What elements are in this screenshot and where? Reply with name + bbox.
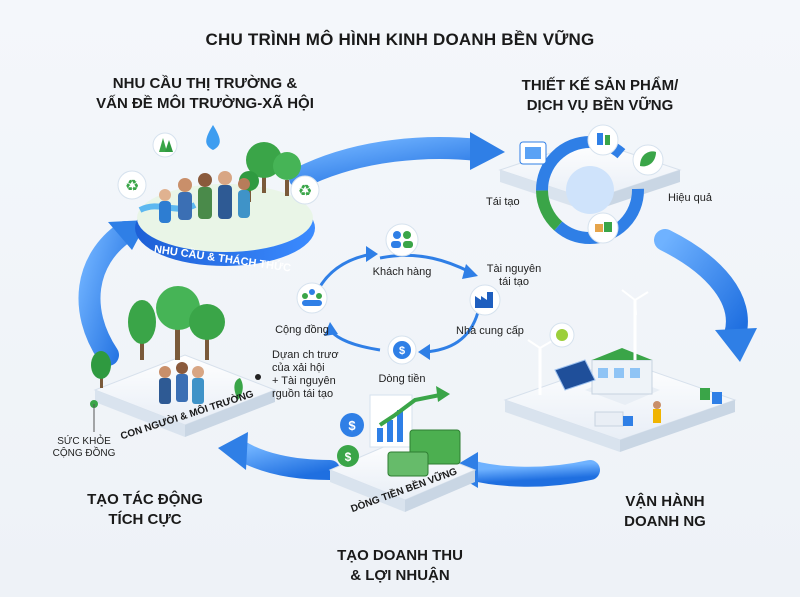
stage-label-operations-line1: VẬN HÀNH — [625, 493, 705, 510]
customers-icon — [385, 223, 419, 257]
outer-arrow-market-to-design — [289, 132, 505, 189]
people-group-icon — [159, 362, 204, 404]
revenue-platform: $ $ — [328, 386, 477, 512]
impact-note-line1: Dựan ch trươ — [272, 349, 339, 361]
impact-note: Dựan ch trươ của xải hội + Tài nguyên rg… — [272, 349, 352, 401]
water-drop-icon — [206, 125, 220, 150]
inner-label-resources-2: tái tạo — [499, 276, 529, 288]
stage-label-impact: TẠO TÁC ĐỘNG TÍCH CỰC — [70, 490, 220, 530]
inner-label-community: Cộng đồng — [275, 324, 329, 336]
stage-label-revenue-line2: & LỢI NHUẬN — [350, 567, 450, 584]
svg-text:♻: ♻ — [125, 178, 139, 195]
stage-label-design-line2: DỊCH VỤ BỀN VỮNG — [526, 97, 674, 114]
svg-text:$: $ — [345, 450, 352, 464]
svg-text:$: $ — [399, 345, 405, 357]
boxes-icon — [587, 212, 619, 244]
stage-label-revenue-line1: TẠO DOANH THU — [337, 547, 463, 564]
design-platform — [498, 124, 682, 244]
impact-note-line3: + Tài nguyên — [272, 375, 336, 387]
page-title: CHU TRÌNH MÔ HÌNH KINH DOANH BỀN VỮNG — [205, 30, 595, 49]
design-note-left: Tái tạo — [486, 196, 520, 208]
market-platform: ♻ ♻ — [117, 125, 320, 266]
blueprint-icon — [519, 141, 547, 165]
material-icon — [587, 124, 619, 156]
inner-label-customers: Khách hàng — [373, 266, 432, 278]
impact-note-line2: của xải hội — [272, 362, 325, 374]
stage-label-market-line2: VẤN ĐỀ MÔI TRƯỜNG-XÃ HỘI — [96, 95, 314, 112]
recycle-icon: ♻ ♻ — [117, 170, 320, 205]
factory-small-icon — [469, 284, 501, 316]
people-group-icon — [159, 171, 250, 223]
wind-turbine-icon — [527, 289, 649, 395]
forest-icon — [152, 132, 178, 158]
health-note-line2: CỘNG ĐỒNG — [52, 448, 116, 459]
stage-label-impact-line2: TÍCH CỰC — [108, 511, 182, 528]
outer-arrow-design-to-operations — [654, 229, 757, 362]
dollar-coin-icon: $ — [387, 335, 417, 365]
trees-icon — [91, 286, 225, 388]
money-stack-icon — [387, 429, 461, 477]
design-note-right: Hiệu quả — [668, 192, 713, 204]
stage-label-market: NHU CẦU THỊ TRƯỜNG & VẤN ĐỀ MÔI TRƯỜNG-X… — [80, 74, 330, 114]
svg-text:♻: ♻ — [298, 183, 312, 200]
inner-label-resources-1: Tài nguyên — [487, 263, 541, 275]
factory-icon — [585, 348, 660, 405]
inner-cycle: $ — [296, 223, 501, 365]
stage-label-market-line1: NHU CẦU THỊ TRƯỜNG & — [112, 75, 298, 92]
barrels-icon — [700, 388, 722, 404]
svg-text:$: $ — [348, 418, 356, 433]
impact-platform — [91, 286, 277, 437]
health-note: SỨC KHỎE CỘNG ĐỒNG — [44, 436, 124, 460]
stage-label-impact-line1: TẠO TÁC ĐỘNG — [87, 491, 203, 508]
inner-label-suppliers: Nhà cung cấp — [456, 325, 524, 337]
community-icon — [296, 282, 328, 314]
inner-label-cashflow: Dòng tiền — [378, 373, 425, 385]
growth-chart-icon — [369, 386, 450, 448]
leaf-icon — [632, 144, 664, 176]
impact-note-line4: rguồn tái tạo — [272, 388, 334, 400]
sun-icon — [549, 322, 575, 348]
operations-platform — [503, 289, 737, 452]
worker-icon — [653, 401, 661, 423]
coin-icon: $ $ — [337, 413, 364, 467]
stage-label-operations-line2: DOANH NG — [624, 513, 706, 530]
outer-arrow-revenue-to-impact — [218, 432, 340, 480]
solar-panel-icon — [554, 359, 596, 391]
stage-label-revenue: TẠO DOANH THU & LỢI NHUẬN — [310, 546, 490, 586]
impact-note-dot — [255, 374, 261, 380]
plant-icon — [234, 378, 243, 400]
health-note-line1: SỨC KHỎE — [57, 436, 111, 447]
stage-label-design-line1: THIẾT KẾ SẢN PHẨM/ — [521, 77, 679, 94]
truck-icon — [594, 411, 633, 427]
stage-label-design: THIẾT KẾ SẢN PHẨM/ DỊCH VỤ BỀN VỮNG — [500, 76, 700, 116]
stage-label-operations: VẬN HÀNH DOANH NG — [600, 492, 730, 532]
